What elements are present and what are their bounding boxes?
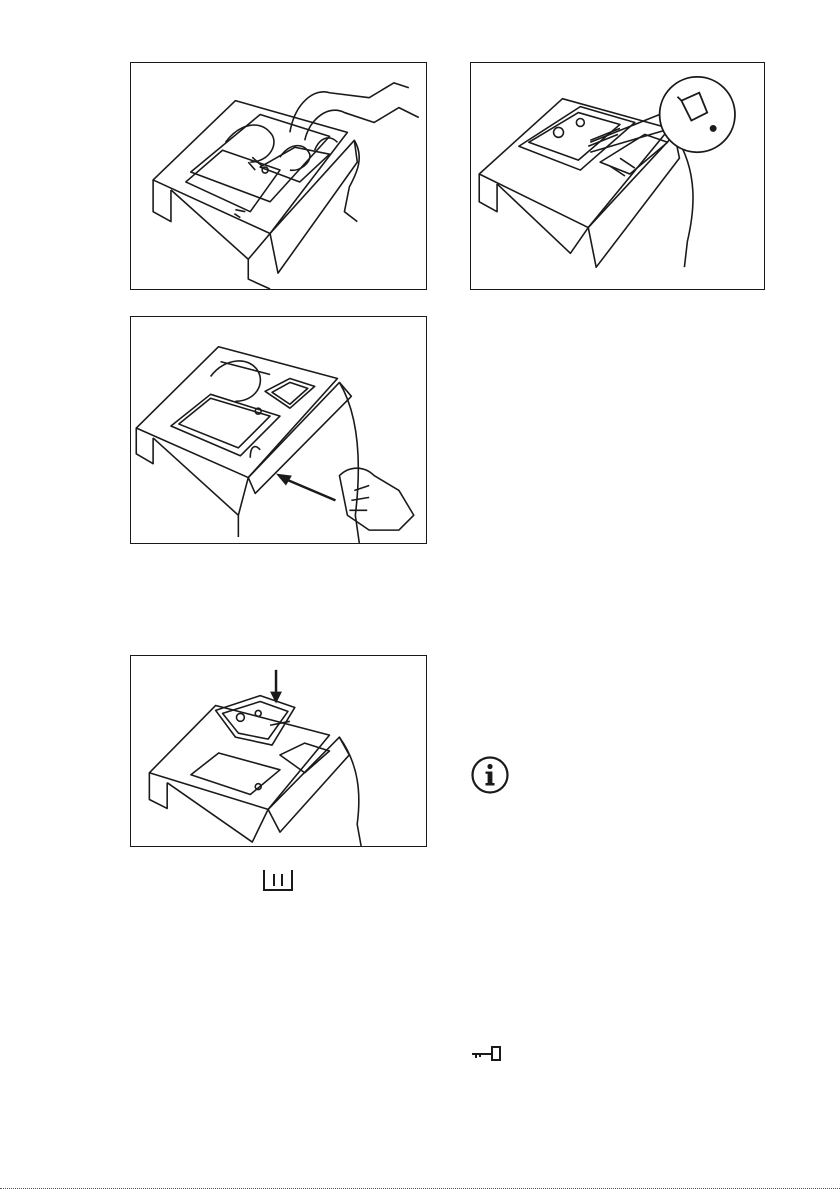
page-bottom-rule [0,1188,840,1189]
info-icon [470,755,510,795]
figure-liquid-detergent [470,62,765,290]
insert-container-illustration [131,656,426,846]
figure-open-flap [130,62,427,290]
figure-close-drawer [130,316,427,544]
liquid-detergent-illustration [471,63,764,289]
drawer-open-flap-illustration [131,63,426,289]
main-wash-compartment-icon [262,868,294,892]
key-lock-icon [470,1044,504,1062]
figure-insert-container [130,655,427,847]
drawer-close-illustration [131,317,426,543]
